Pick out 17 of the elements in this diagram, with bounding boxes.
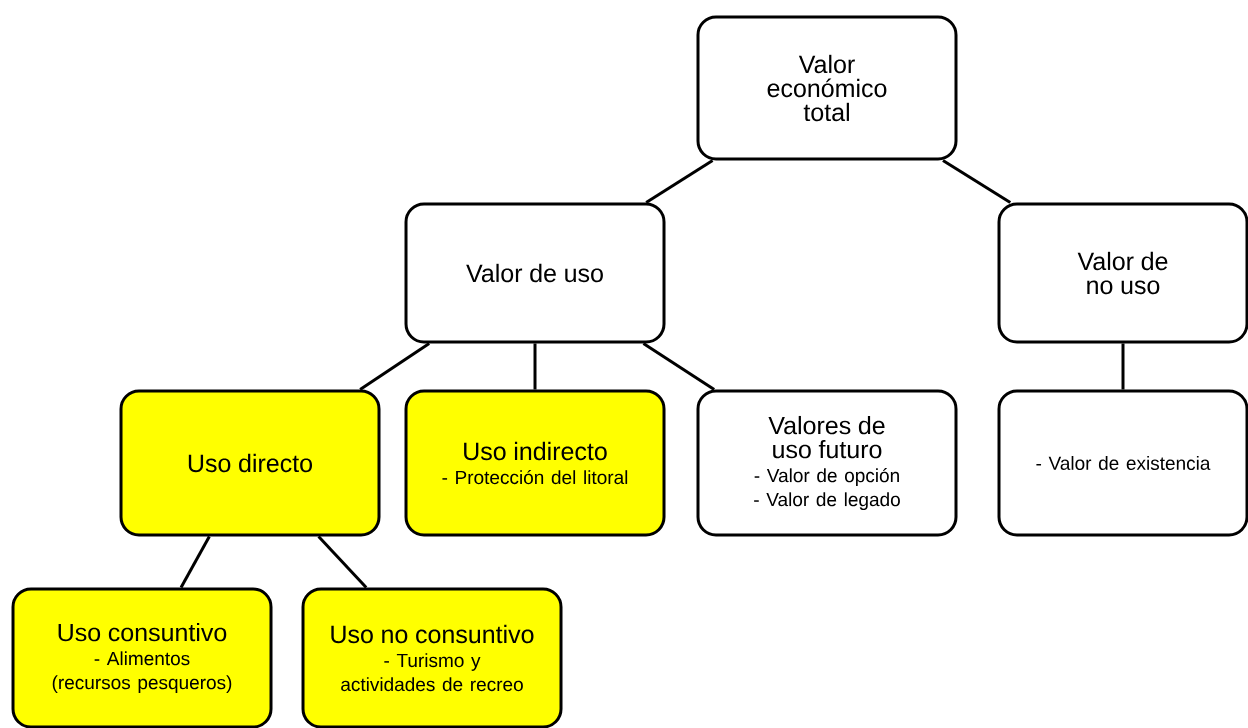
connector-line [642, 342, 715, 391]
category-box: Valor de uso [404, 202, 666, 344]
category-box: Valor económico total [696, 15, 958, 161]
connector-line [317, 535, 368, 589]
category-box: Valores de uso futuro - Valor de opción - Valor de legado [696, 389, 958, 537]
connector-line [359, 342, 430, 391]
category-box: Valor de no uso [997, 202, 1248, 344]
connector-line [179, 535, 211, 589]
connector-line [1121, 343, 1125, 390]
category-box: - Valor de existencia [997, 389, 1248, 537]
connector-line [645, 159, 714, 204]
connector-line [942, 159, 1012, 204]
category-box: Uso directo [119, 389, 381, 537]
category-box: Uso indirecto - Protección del litoral [404, 389, 666, 537]
category-box: Uso no consuntivo - Turismo y actividades de recreo [301, 587, 563, 728]
connector-line [533, 343, 537, 390]
category-box: Uso consuntivo - Alimentos (recursos pesqueros) [11, 587, 273, 728]
